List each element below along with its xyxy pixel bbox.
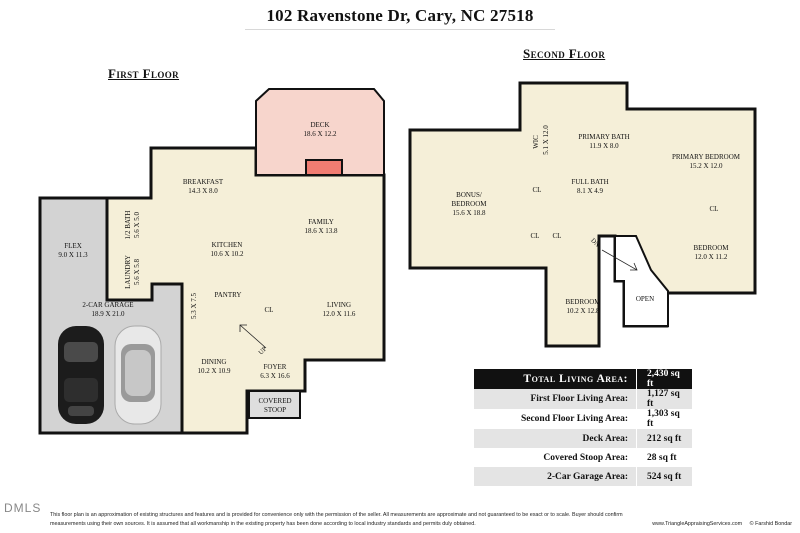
website-link[interactable]: www.TriangleAppraisingServices.com: [652, 520, 743, 527]
family-label: FAMILY: [308, 218, 334, 226]
bonus-label-line1: BONUS/: [456, 191, 482, 199]
area-label: First Floor Living Area:: [474, 389, 637, 409]
pantry-dims: 5.3 X 7.5: [190, 292, 198, 319]
table-row: First Floor Living Area: 1,127 sq ft: [474, 389, 692, 409]
flex-dims: 9.0 X 11.3: [58, 251, 88, 259]
kitchen-dims: 10.6 X 10.2: [210, 250, 244, 258]
primary-bedroom-label: PRIMARY BEDROOM: [672, 153, 741, 161]
first-closet-label: CL: [265, 306, 274, 314]
stoop-label-line2: STOOP: [264, 406, 286, 414]
total-living-value: 2,430 sq ft: [636, 369, 692, 389]
foyer-label: FOYER: [264, 363, 287, 371]
second-closet-3: CL: [531, 232, 540, 240]
primary-bedroom-dims: 15.2 X 12.0: [689, 162, 723, 170]
deck-dims: 18.6 X 12.2: [303, 130, 337, 138]
bedroom-right-label: BEDROOM: [693, 244, 729, 252]
breakfast-label: BREAKFAST: [183, 178, 224, 186]
total-living-row: Total Living Area: 2,430 sq ft: [474, 369, 692, 389]
white-car-icon: [114, 325, 162, 425]
copyright-text: © Farshid Bondar: [749, 520, 792, 527]
living-dims: 12.0 X 11.6: [323, 310, 356, 318]
second-closet-2: CL: [710, 205, 719, 213]
area-value: 1,303 sq ft: [636, 409, 692, 429]
breakfast-dims: 14.3 X 8.0: [188, 187, 218, 195]
flex-label: FLEX: [64, 242, 82, 250]
property-address: 102 Ravenstone Dr, Cary, NC 27518: [266, 6, 534, 25]
wic-dims: 5.1 X 12.0: [542, 125, 550, 155]
garage-dims: 18.9 X 21.0: [91, 310, 125, 318]
open-to-below: [614, 235, 669, 327]
area-value: 524 sq ft: [636, 467, 692, 486]
first-floor-title: First Floor: [108, 66, 180, 81]
black-car-icon: [58, 326, 104, 424]
table-row: 2-Car Garage Area: 524 sq ft: [474, 467, 692, 486]
deck-area: [255, 88, 385, 176]
second-closet-4: CL: [553, 232, 562, 240]
half-bath-label: 1/2 BATH: [124, 211, 132, 240]
area-summary-table: Total Living Area: 2,430 sq ft First Flo…: [474, 369, 692, 486]
open-label: OPEN: [636, 295, 654, 303]
mls-watermark: DMLS: [4, 501, 42, 515]
foyer-dims: 6.3 X 16.6: [260, 372, 290, 380]
half-bath-dims: 5.6 X 5.0: [133, 211, 141, 238]
area-label: Second Floor Living Area:: [474, 409, 637, 429]
area-label: 2-Car Garage Area:: [474, 467, 637, 486]
stoop-label-line1: COVERED: [258, 397, 291, 405]
covered-stoop-area: [248, 390, 301, 419]
full-bath-label: FULL BATH: [571, 178, 608, 186]
disclaimer: This floor plan is an approximation of e…: [50, 511, 792, 528]
area-label: Deck Area:: [474, 429, 637, 448]
living-label: LIVING: [327, 301, 351, 309]
full-bath-dims: 8.1 X 4.9: [577, 187, 604, 195]
stairs-down-label: DN: [589, 237, 601, 249]
primary-bath-label: PRIMARY BATH: [578, 133, 629, 141]
stairs-up-label: UP: [258, 345, 269, 356]
fireplace: [305, 159, 343, 176]
stairs-up-arrow: [239, 324, 267, 349]
bonus-dims: 15.6 X 18.8: [452, 209, 486, 217]
total-living-label: Total Living Area:: [474, 369, 637, 389]
table-row: Covered Stoop Area: 28 sq ft: [474, 448, 692, 467]
first-floor-plan: DECK 18.6 X 12.2 BREAKFAST 14.3 X 8.0 1/…: [38, 88, 386, 435]
pantry-label: PANTRY: [215, 291, 242, 299]
area-value: 28 sq ft: [636, 448, 692, 467]
area-value: 212 sq ft: [636, 429, 692, 448]
second-closet-1: CL: [533, 186, 542, 194]
bonus-label-line2: BEDROOM: [451, 200, 487, 208]
bedroom-right-dims: 12.0 X 11.2: [695, 253, 728, 261]
kitchen-label: KITCHEN: [212, 241, 243, 249]
disclaimer-line1: This floor plan is an approximation of e…: [50, 512, 623, 518]
wic-label: WIC: [532, 135, 540, 149]
deck-label: DECK: [310, 121, 329, 129]
second-floor-title: Second Floor: [523, 46, 606, 61]
table-row: Second Floor Living Area: 1,303 sq ft: [474, 409, 692, 429]
second-floor-plan: WIC 5.1 X 12.0 PRIMARY BATH 11.9 X 8.0 P…: [408, 81, 757, 348]
primary-bath-dims: 11.9 X 8.0: [589, 142, 619, 150]
dining-dims: 10.2 X 10.9: [197, 367, 231, 375]
bedroom-bottom-label: BEDROOM: [565, 298, 601, 306]
title-divider: [245, 29, 555, 30]
family-dims: 18.6 X 13.8: [304, 227, 338, 235]
disclaimer-line2: measurements using their own sources. It…: [50, 520, 792, 529]
table-row: Deck Area: 212 sq ft: [474, 429, 692, 448]
stairs-down-arrow: [601, 249, 638, 271]
garage-label: 2-CAR GARAGE: [82, 301, 133, 309]
area-value: 1,127 sq ft: [636, 389, 692, 409]
disclaimer-credits: www.TriangleAppraisingServices.com © Far…: [652, 520, 792, 529]
laundry-dims: 5.6 X 5.8: [133, 258, 141, 285]
dining-label: DINING: [202, 358, 227, 366]
bedroom-bottom-dims: 10.2 X 12.8: [566, 307, 600, 315]
disclaimer-line2-text: measurements using their own sources. It…: [50, 520, 476, 527]
laundry-label: LAUNDRY: [124, 255, 132, 289]
area-label: Covered Stoop Area:: [474, 448, 637, 467]
